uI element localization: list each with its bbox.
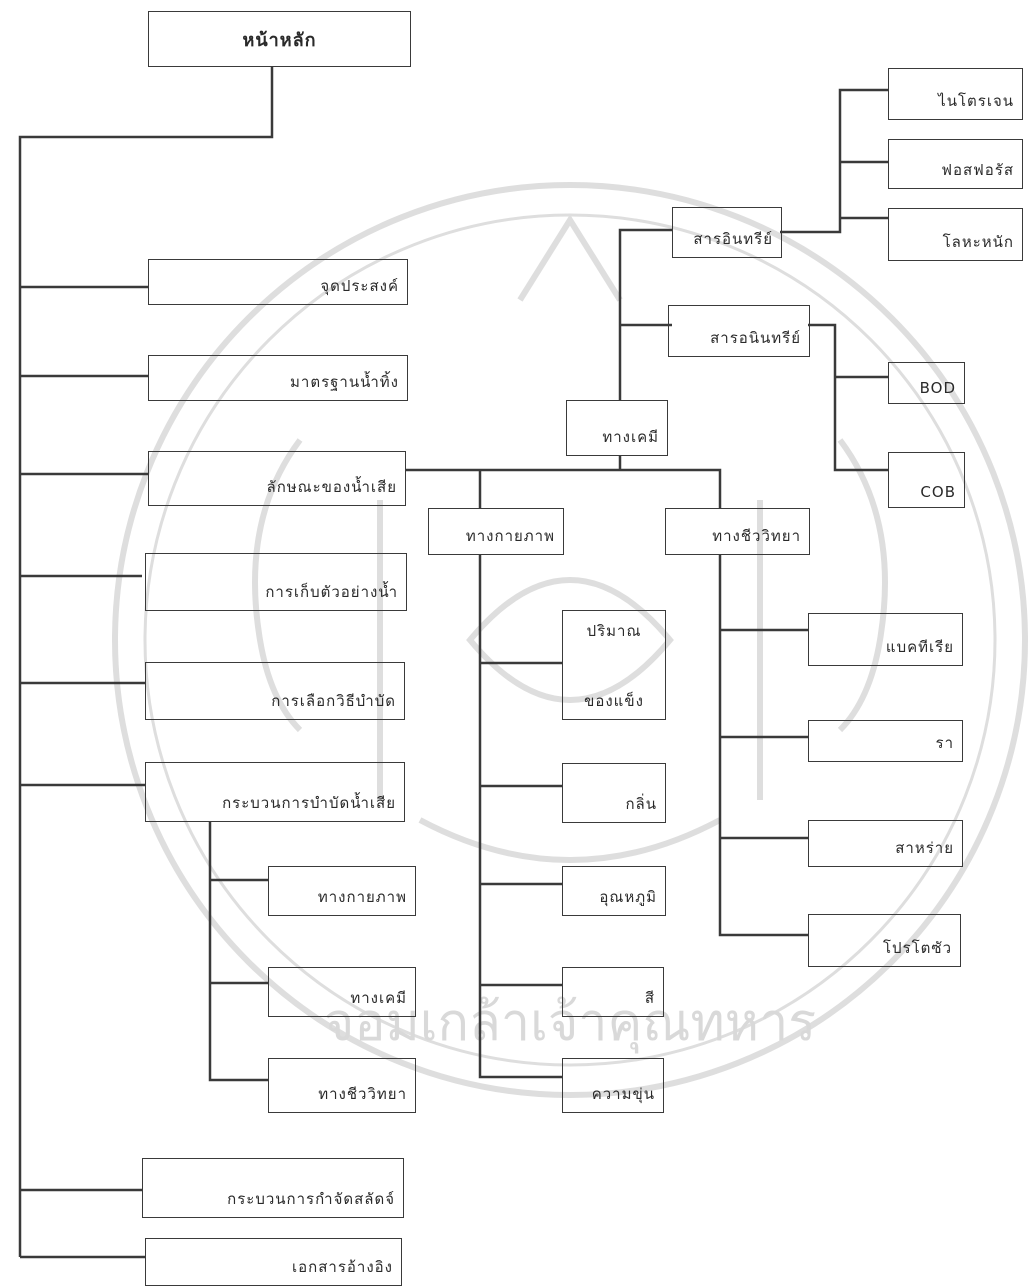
home-node[interactable]: หน้าหลัก: [148, 11, 411, 67]
protozoa-node[interactable]: โปรโตซัว: [808, 914, 961, 967]
treatment-biological-node[interactable]: ทางชีววิทยา: [268, 1058, 416, 1113]
organic-node[interactable]: สารอินทรีย์: [672, 207, 782, 258]
sludge-process-node[interactable]: กระบวนการกำจัดสลัดจ์: [142, 1158, 404, 1218]
standard-node[interactable]: มาตรฐานน้ำทิ้ง: [148, 355, 408, 401]
treatment-process-node[interactable]: กระบวนการบำบัดน้ำเสีย: [145, 762, 405, 822]
treatment-physical-node[interactable]: ทางกายภาพ: [268, 866, 416, 916]
bod-node[interactable]: BOD: [888, 362, 965, 404]
solids-node[interactable]: ปริมาณ ของแข็ง: [562, 610, 666, 720]
fungi-node[interactable]: รา: [808, 720, 963, 762]
algae-node[interactable]: สาหร่าย: [808, 820, 963, 867]
method-selection-node[interactable]: การเลือกวิธีบำบัด: [145, 662, 405, 720]
temperature-node[interactable]: อุณหภูมิ: [562, 866, 666, 916]
color-node[interactable]: สี: [562, 967, 664, 1017]
home-label: หน้าหลัก: [242, 29, 317, 51]
phosphorus-node[interactable]: ฟอสฟอรัส: [888, 139, 1023, 189]
char-biological-node[interactable]: ทางชีววิทยา: [665, 508, 810, 555]
odor-node[interactable]: กลิ่น: [562, 763, 666, 823]
objective-node[interactable]: จุดประสงค์: [148, 259, 408, 305]
treatment-chemical-node[interactable]: ทางเคมี: [268, 967, 416, 1017]
watermark-text: จอมเกล้าเจ้าคุณทหาร: [324, 993, 816, 1054]
characteristics-node[interactable]: ลักษณะของน้ำเสีย: [148, 451, 406, 506]
char-chemical-node[interactable]: ทางเคมี: [566, 400, 668, 456]
inorganic-node[interactable]: สารอนินทรีย์: [668, 305, 810, 357]
turbidity-node[interactable]: ความขุ่น: [562, 1058, 664, 1113]
char-physical-node[interactable]: ทางกายภาพ: [428, 508, 564, 555]
sampling-node[interactable]: การเก็บตัวอย่างน้ำ: [145, 553, 407, 611]
cod-node[interactable]: COB: [888, 452, 965, 508]
heavy-metal-node[interactable]: โลหะหนัก: [888, 208, 1023, 261]
solids-label-line1: ปริมาณ: [586, 622, 642, 640]
bacteria-node[interactable]: แบคทีเรีย: [808, 613, 963, 666]
solids-label-line2: ของแข็ง: [584, 692, 644, 710]
references-node[interactable]: เอกสารอ้างอิง: [145, 1238, 402, 1286]
nitrogen-node[interactable]: ไนโตรเจน: [888, 68, 1023, 120]
